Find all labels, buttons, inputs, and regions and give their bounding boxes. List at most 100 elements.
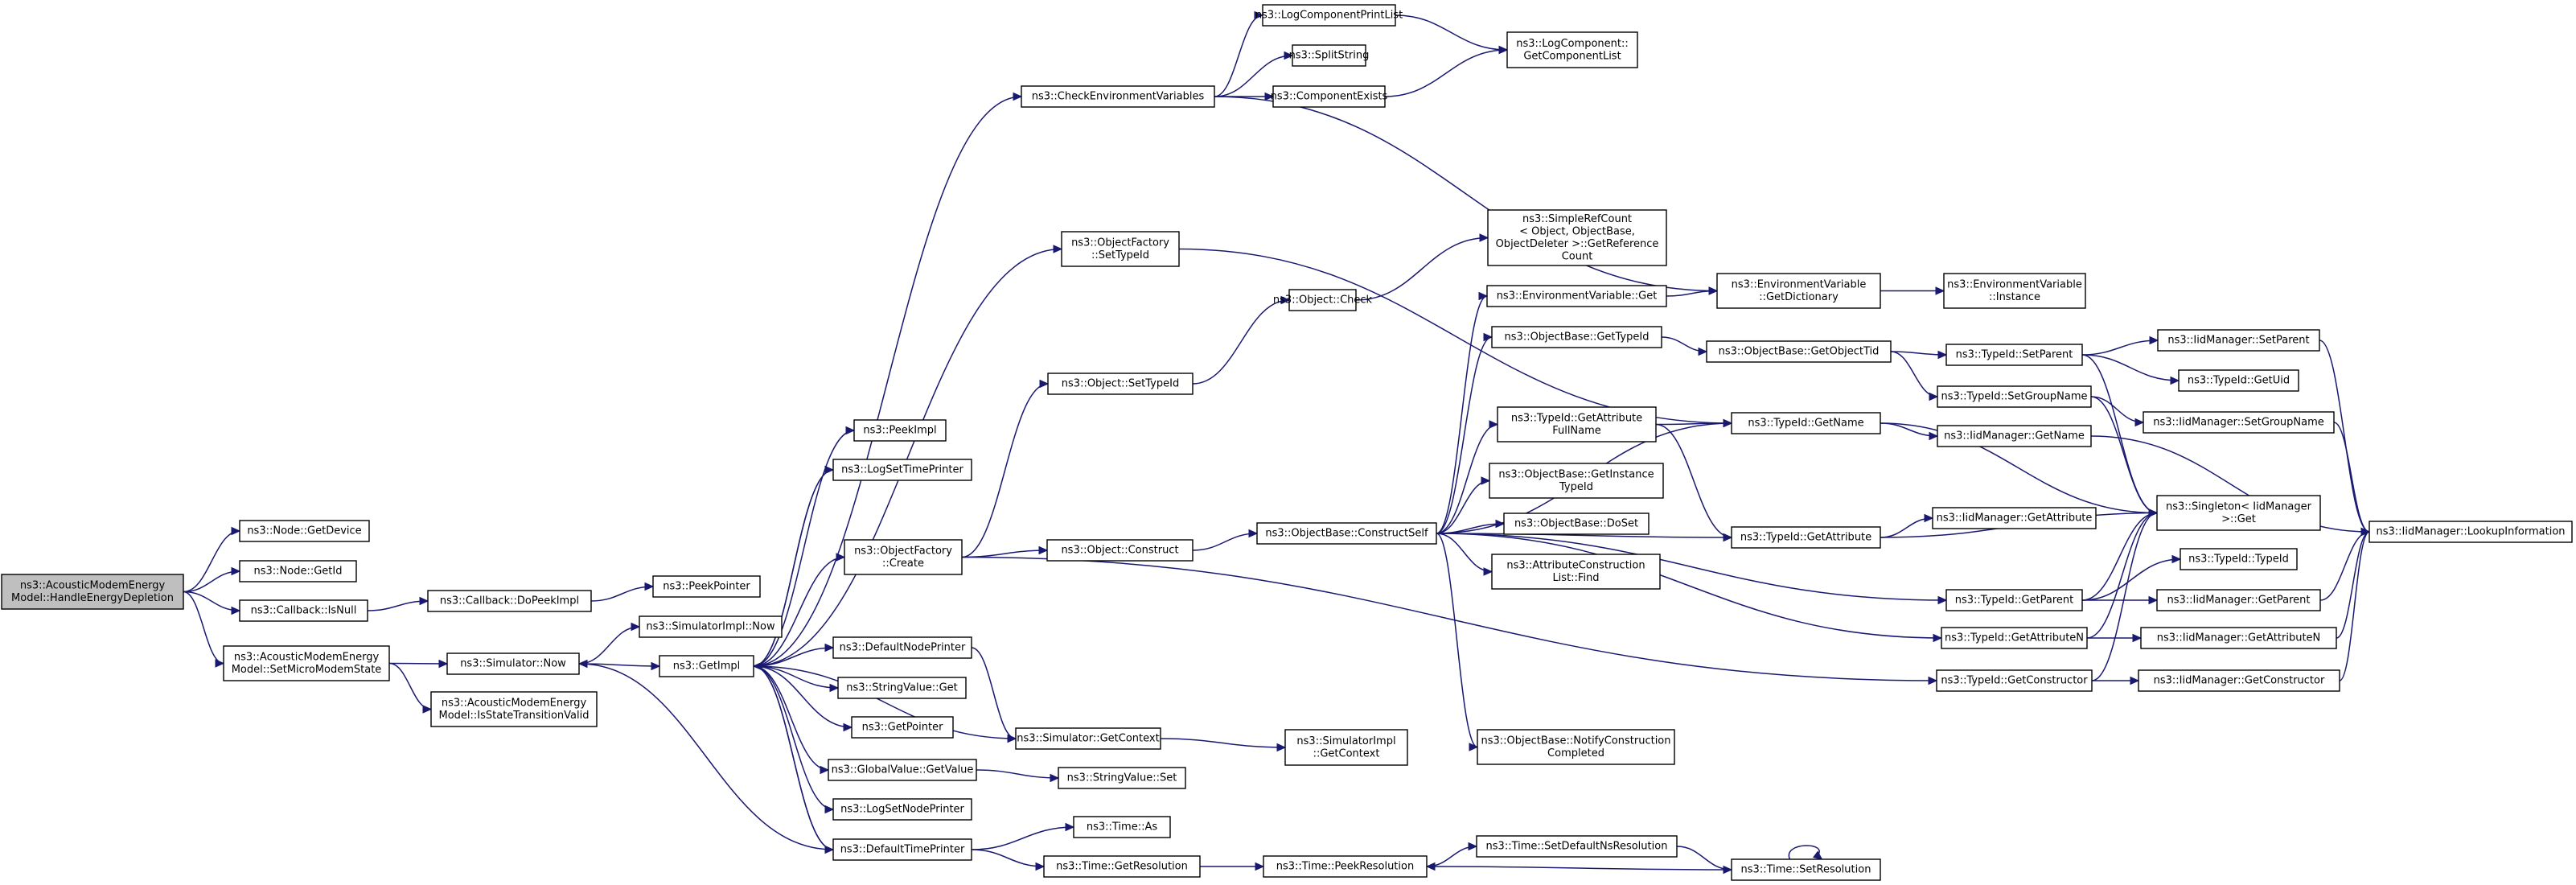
node-peekpointer[interactable]: ns3::PeekPointer <box>652 575 761 598</box>
node-box[interactable] <box>1272 85 1386 108</box>
node-obdoset[interactable]: ns3::ObjectBase::DoSet <box>1503 512 1650 535</box>
node-box[interactable] <box>1506 31 1638 68</box>
node-box[interactable] <box>1932 507 2097 529</box>
node-obconstructself[interactable]: ns3::ObjectBase::ConstructSelf <box>1256 522 1437 545</box>
node-timesetres[interactable]: ns3::Time::SetResolution <box>1731 858 1881 881</box>
node-box[interactable] <box>1256 522 1437 545</box>
node-box[interactable] <box>1706 340 1892 363</box>
node-logcompget[interactable]: ns3::LogComponent::GetComponentList <box>1506 31 1638 68</box>
node-box[interactable] <box>1486 285 1667 307</box>
node-box[interactable] <box>1262 4 1396 27</box>
node-box[interactable] <box>1015 727 1161 750</box>
node-box[interactable] <box>1489 463 1664 499</box>
node-tidsetparent[interactable]: ns3::TypeId::SetParent <box>1945 344 2083 366</box>
node-box[interactable] <box>837 677 967 699</box>
node-obnotify[interactable]: ns3::ObjectBase::NotifyConstructionCompl… <box>1477 729 1675 765</box>
node-box[interactable] <box>239 520 370 542</box>
node-envget[interactable]: ns3::EnvironmentVariable::Get <box>1486 285 1667 307</box>
node-box[interactable] <box>1073 816 1171 838</box>
node-singleton[interactable]: ns3::Singleton< IidManager >::Get <box>2156 495 2321 531</box>
node-timesetdef[interactable]: ns3::Time::SetDefaultNsResolution <box>1476 835 1678 858</box>
node-tidgetname[interactable]: ns3::TypeId::GetName <box>1731 412 1881 434</box>
node-strvalset[interactable]: ns3::StringValue::Set <box>1058 767 1186 789</box>
node-box[interactable] <box>1945 344 2083 366</box>
node-box[interactable] <box>1487 209 1667 266</box>
node-logsettime[interactable]: ns3::LogSetTimePrinter <box>832 459 972 481</box>
node-tidgetattrn[interactable]: ns3::TypeId::GetAttributeN <box>1941 627 2088 649</box>
node-defnodeprinter[interactable]: ns3::DefaultNodePrinter <box>832 636 972 659</box>
node-getid[interactable]: ns3::Node::GetId <box>239 560 357 582</box>
node-box[interactable] <box>2180 548 2298 570</box>
node-box[interactable] <box>239 599 368 622</box>
node-iidgetname[interactable]: ns3::IidManager::GetName <box>1937 425 2092 447</box>
node-getdevice[interactable]: ns3::Node::GetDevice <box>239 520 370 542</box>
node-box[interactable] <box>832 636 972 659</box>
node-tidtypeid[interactable]: ns3::TypeId::TypeId <box>2180 548 2298 570</box>
node-box[interactable] <box>1284 729 1408 766</box>
node-box[interactable] <box>446 652 580 675</box>
node-iidgetconstr[interactable]: ns3::IidManager::GetConstructor <box>2138 669 2340 692</box>
node-tidsetgroup[interactable]: ns3::TypeId::SetGroupName <box>1937 385 2092 408</box>
node-timepeekres[interactable]: ns3::Time::PeekResolution <box>1263 855 1428 878</box>
node-splitstring[interactable]: ns3::SplitString <box>1289 44 1370 67</box>
node-box[interactable] <box>844 539 963 575</box>
node-iidlookup[interactable]: ns3::IidManager::LookupInformation <box>2369 521 2573 543</box>
node-box[interactable] <box>1288 289 1357 311</box>
node-box[interactable] <box>832 798 972 821</box>
node-box[interactable] <box>1731 858 1881 881</box>
node-box[interactable] <box>1491 326 1662 348</box>
node-box[interactable] <box>853 419 947 442</box>
node-ofsettypeid[interactable]: ns3::ObjectFactory::SetTypeId <box>1061 231 1180 267</box>
node-box[interactable] <box>1941 627 2088 649</box>
node-obgetobjtid[interactable]: ns3::ObjectBase::GetObjectTid <box>1706 340 1892 363</box>
node-getimpl[interactable]: ns3::GetImpl <box>659 655 754 677</box>
node-box[interactable] <box>1936 669 2093 692</box>
node-iidgetattr[interactable]: ns3::IidManager::GetAttribute <box>1932 507 2097 529</box>
node-box[interactable] <box>851 716 954 739</box>
node-box[interactable] <box>2156 589 2321 611</box>
node-box[interactable] <box>223 645 390 681</box>
node-deftimeprinter[interactable]: ns3::DefaultTimePrinter <box>832 838 972 861</box>
node-simnow[interactable]: ns3::Simulator::Now <box>446 652 580 675</box>
node-box[interactable] <box>2369 521 2573 543</box>
node-box[interactable] <box>828 759 977 781</box>
node-box[interactable] <box>1046 539 1194 562</box>
node-iidgetparent[interactable]: ns3::IidManager::GetParent <box>2156 589 2321 611</box>
node-box[interactable] <box>652 575 761 598</box>
node-box[interactable] <box>1503 512 1650 535</box>
node-box[interactable] <box>1937 385 2092 408</box>
node-box[interactable] <box>2143 411 2335 434</box>
node-box[interactable] <box>1731 526 1881 549</box>
node-isvalid[interactable]: ns3::AcousticModemEnergyModel::IsStateTr… <box>430 691 598 727</box>
node-box[interactable] <box>1043 855 1201 878</box>
node-tidgetuid[interactable]: ns3::TypeId::GetUid <box>2178 369 2299 392</box>
node-box[interactable] <box>1 574 184 610</box>
node-objcheck[interactable]: ns3::Object::Check <box>1273 289 1373 311</box>
node-iidsetparent[interactable]: ns3::IidManager::SetParent <box>2157 329 2320 352</box>
node-box[interactable] <box>1716 273 1881 309</box>
node-envgetdict[interactable]: ns3::EnvironmentVariable::GetDictionary <box>1716 273 1881 309</box>
node-box[interactable] <box>1497 406 1657 442</box>
node-box[interactable] <box>1945 589 2083 611</box>
node-ofcreate[interactable]: ns3::ObjectFactory::Create <box>844 539 963 575</box>
node-obgettypeid[interactable]: ns3::ObjectBase::GetTypeId <box>1491 326 1662 348</box>
node-compexists[interactable]: ns3::ComponentExists <box>1271 85 1388 108</box>
node-isnull[interactable]: ns3::Callback::IsNull <box>239 599 368 622</box>
node-box[interactable] <box>1292 44 1366 67</box>
node-box[interactable] <box>639 615 783 638</box>
node-simimplgetctx[interactable]: ns3::SimulatorImpl::GetContext <box>1284 729 1408 766</box>
node-simgetctx[interactable]: ns3::Simulator::GetContext <box>1015 727 1161 750</box>
node-box[interactable] <box>239 560 357 582</box>
node-box[interactable] <box>2157 329 2320 352</box>
node-box[interactable] <box>1731 412 1881 434</box>
node-box[interactable] <box>2178 369 2299 392</box>
node-box[interactable] <box>430 691 598 727</box>
node-simimplnow[interactable]: ns3::SimulatorImpl::Now <box>639 615 783 638</box>
node-box[interactable] <box>1476 835 1678 858</box>
node-envinst[interactable]: ns3::EnvironmentVariable::Instance <box>1943 273 2086 309</box>
node-box[interactable] <box>1937 425 2092 447</box>
node-box[interactable] <box>2138 669 2340 692</box>
node-objconstruct[interactable]: ns3::Object::Construct <box>1046 539 1194 562</box>
